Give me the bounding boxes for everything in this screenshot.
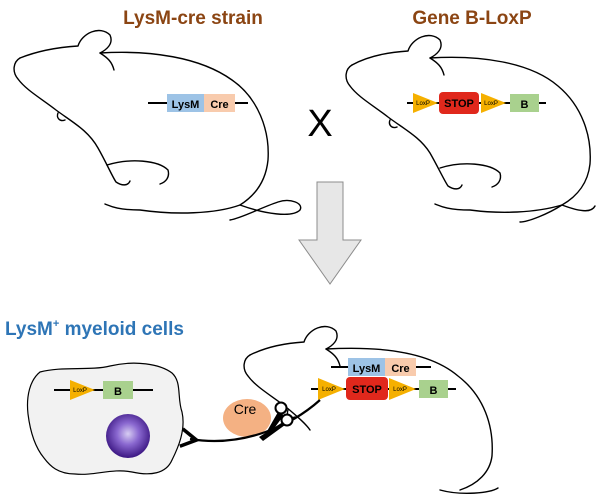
title-cells-superscript: + — [53, 318, 59, 330]
b-gene-label-right: B — [521, 99, 529, 111]
loxp-label-bottom-2: LoxP — [393, 387, 407, 393]
scissors-icon — [259, 401, 294, 441]
cre-to-cell-arrow — [190, 399, 321, 441]
cre-gene-label-bottom: Cre — [391, 363, 409, 375]
b-gene-box-bottom — [419, 380, 448, 398]
title-lysm-myeloid-cells: LysM+ myeloid cells — [5, 318, 184, 340]
b-gene-box-cell — [103, 381, 133, 399]
lysm-gene-label-bottom: LysM — [353, 363, 381, 375]
cre-enzyme-blob — [223, 399, 271, 437]
mouse-outline-right — [345, 34, 596, 223]
loxp-triangle-bottom-2 — [389, 378, 416, 400]
lysm-gene-box-left — [167, 94, 204, 112]
b-gene-label-bottom: B — [430, 385, 438, 397]
title-lysm-cre-strain: LysM-cre strain — [123, 8, 263, 29]
nucleus — [106, 414, 150, 458]
cre-enzyme-label: Cre — [234, 401, 257, 417]
mouse-outline-bottom — [243, 325, 499, 495]
lysm-gene-box-bottom — [348, 358, 385, 376]
loxp-label-bottom-1: LoxP — [322, 387, 336, 393]
title-gene-b-loxp: Gene B-LoxP — [412, 8, 532, 29]
title-cells-main: LysM — [5, 319, 53, 340]
stop-label-bottom: STOP — [352, 384, 382, 396]
stop-box-bottom — [346, 377, 388, 400]
loxp-label-right-2: LoxP — [484, 101, 498, 107]
stop-box-right — [439, 92, 479, 114]
loxp-triangle-right-1 — [413, 93, 438, 113]
down-arrow — [298, 181, 362, 285]
title-cells-rest: myeloid cells — [59, 319, 184, 340]
lysm-gene-label-left: LysM — [172, 99, 200, 111]
cross-symbol: X — [307, 103, 332, 145]
cre-gene-label-left: Cre — [210, 99, 228, 111]
loxp-triangle-right-2 — [481, 93, 506, 113]
cre-gene-box-bottom — [385, 358, 416, 376]
loxp-triangle-bottom-1 — [318, 378, 345, 400]
stop-label-right: STOP — [444, 98, 474, 110]
b-gene-label-cell: B — [114, 386, 122, 398]
mouse-outline-left — [13, 29, 302, 221]
loxp-label-cell: LoxP — [73, 388, 87, 394]
b-gene-box-right — [510, 94, 539, 112]
loxp-triangle-cell — [70, 380, 95, 400]
myeloid-cell-outline — [26, 362, 184, 475]
cre-gene-box-left — [204, 94, 235, 112]
loxp-label-right-1: LoxP — [416, 101, 430, 107]
